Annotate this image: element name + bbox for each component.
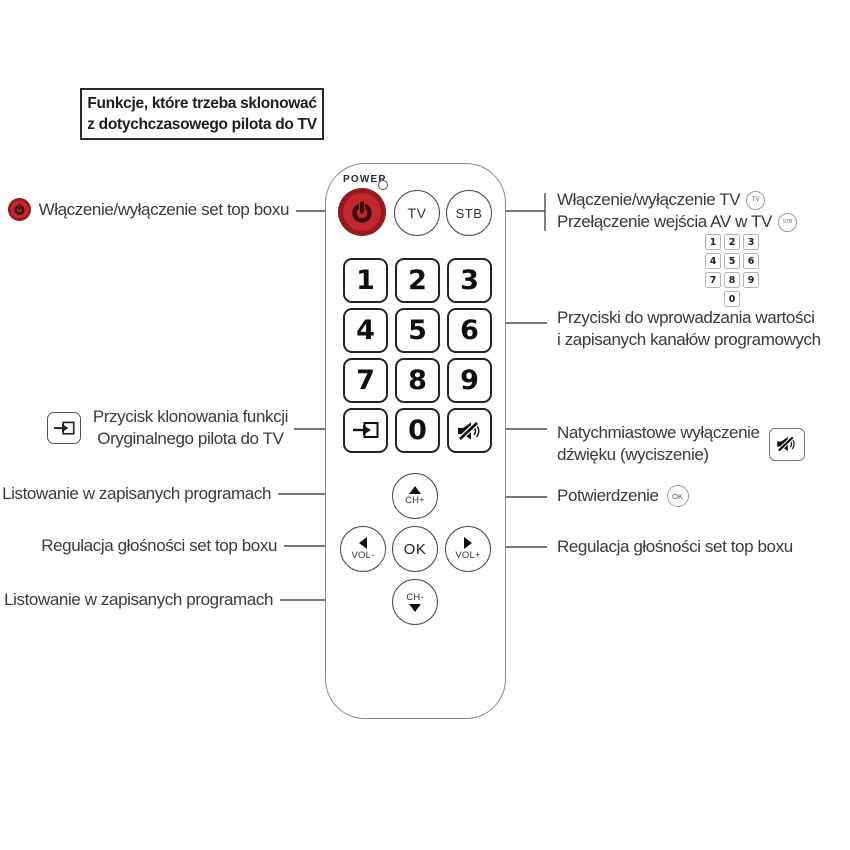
stb-mini-icon: STB <box>777 212 797 232</box>
mute-icon <box>768 427 805 461</box>
digit-6-button[interactable]: 6 <box>447 308 492 353</box>
annotation-text: Przełączenie wejścia AV w TV <box>557 212 772 231</box>
power-icon <box>349 199 375 225</box>
annotation-text-line1: Przycisk klonowania funkcji <box>92 407 289 426</box>
volume-down-label: VOL- <box>351 550 375 561</box>
title-box: Funkcje, które trzeba sklonować z dotych… <box>80 88 324 140</box>
annotation-confirm: Potwierdzenie OK <box>557 485 689 507</box>
tv-button[interactable]: TV <box>394 190 440 236</box>
stb-button[interactable]: STB <box>446 190 492 236</box>
digit-5-label: 5 <box>408 315 427 346</box>
clone-button[interactable] <box>343 408 388 453</box>
digit-5-button[interactable]: 5 <box>395 308 440 353</box>
clone-icon <box>46 412 81 444</box>
channel-down-label: CH- <box>406 592 424 603</box>
digit-7-button[interactable]: 7 <box>343 358 388 403</box>
title-line-1: Funkcje, które trzeba sklonować <box>87 95 317 112</box>
mini-key: 7 <box>705 272 721 288</box>
volume-up-button[interactable]: VOL+ <box>445 526 491 572</box>
channel-down-button[interactable]: CH- <box>392 579 438 625</box>
tv-mini-icon: TV <box>746 190 766 210</box>
digit-4-label: 4 <box>356 315 375 346</box>
annotation-text-line1: Natychmiastowe wyłączenie <box>557 423 760 442</box>
digit-6-label: 6 <box>460 315 479 346</box>
annotation-text: Potwierdzenie <box>557 486 659 505</box>
digit-4-button[interactable]: 4 <box>343 308 388 353</box>
digit-3-label: 3 <box>460 265 479 296</box>
annotation-clone: Przycisk klonowania funkcji Oryginalnego… <box>46 406 289 450</box>
annotation-volume-right: Regulacja głośności set top boxu <box>557 537 793 556</box>
digit-8-label: 8 <box>408 365 427 396</box>
ir-led-indicator <box>378 180 388 190</box>
annotation-text-line2: i zapisanych kanałów programowych <box>557 330 821 349</box>
volume-up-label: VOL+ <box>455 550 481 561</box>
stb-button-label: STB <box>455 205 483 221</box>
annotation-text-line2: Oryginalnego pilota do TV <box>97 429 284 448</box>
annotation-mute: Natychmiastowe wyłączenie dźwięku (wycis… <box>557 422 805 466</box>
digit-0-label: 0 <box>408 415 427 446</box>
digit-9-button[interactable]: 9 <box>447 358 492 403</box>
volume-down-button[interactable]: VOL- <box>340 526 386 572</box>
triangle-left-icon <box>359 537 367 549</box>
channel-up-button[interactable]: CH+ <box>392 473 438 519</box>
title-line-2: z dotychczasowego pilota do TV <box>87 116 317 133</box>
mini-key: 6 <box>743 253 759 269</box>
ok-button-label: OK <box>403 540 427 558</box>
digit-2-button[interactable]: 2 <box>395 258 440 303</box>
power-button[interactable] <box>338 188 386 236</box>
numpad-pictogram: 1 2 3 4 5 6 7 8 9 0 <box>705 234 759 307</box>
mini-key: 3 <box>743 234 759 250</box>
digit-1-button[interactable]: 1 <box>343 258 388 303</box>
mini-key: 8 <box>724 272 740 288</box>
power-text: POWER <box>343 174 387 185</box>
annotation-stb-power: Włączenie/wyłączenie set top boxu <box>7 198 290 221</box>
digit-1-label: 1 <box>356 265 375 296</box>
annotation-text-line2: dźwięku (wyciszenie) <box>557 445 709 464</box>
annotation-channel-down: Listowanie w zapisanych programach <box>4 590 273 609</box>
ok-mini-icon: OK <box>666 485 689 507</box>
mute-button[interactable] <box>447 408 492 453</box>
digit-8-button[interactable]: 8 <box>395 358 440 403</box>
digit-7-label: 7 <box>356 365 375 396</box>
mini-key: 9 <box>743 272 759 288</box>
annotation-digit-buttons: Przyciski do wprowadzania wartości i zap… <box>557 307 821 351</box>
mini-key: 2 <box>724 234 740 250</box>
digit-9-label: 9 <box>460 365 479 396</box>
remote-body: POWER TV STB 1 2 3 4 5 6 7 8 9 <box>325 163 506 719</box>
triangle-up-icon <box>409 486 421 494</box>
channel-up-label: CH+ <box>405 495 425 506</box>
tv-button-label: TV <box>407 205 427 221</box>
annotation-volume-left: Regulacja głośności set top boxu <box>41 536 277 555</box>
annotation-channel-up: Listowanie w zapisanych programach <box>2 484 271 503</box>
ok-button[interactable]: OK <box>392 526 438 572</box>
mini-key: 0 <box>724 291 740 307</box>
digit-3-button[interactable]: 3 <box>447 258 492 303</box>
mini-key: 5 <box>724 253 740 269</box>
annotation-text: Włączenie/wyłączenie TV <box>557 190 741 209</box>
digit-0-button[interactable]: 0 <box>395 408 440 453</box>
mini-key: 1 <box>705 234 721 250</box>
power-icon <box>7 198 31 221</box>
clone-icon <box>352 420 379 441</box>
mini-key: 4 <box>705 253 721 269</box>
triangle-right-icon <box>464 537 472 549</box>
annotation-tv-power-av: Włączenie/wyłączenie TV TV Przełączenie … <box>557 189 797 233</box>
mute-icon <box>457 420 483 442</box>
triangle-down-icon <box>409 604 421 612</box>
annotation-text-line1: Przyciski do wprowadzania wartości <box>557 308 815 327</box>
annotation-text: Włączenie/wyłączenie set top boxu <box>38 199 290 219</box>
digit-2-label: 2 <box>408 265 427 296</box>
